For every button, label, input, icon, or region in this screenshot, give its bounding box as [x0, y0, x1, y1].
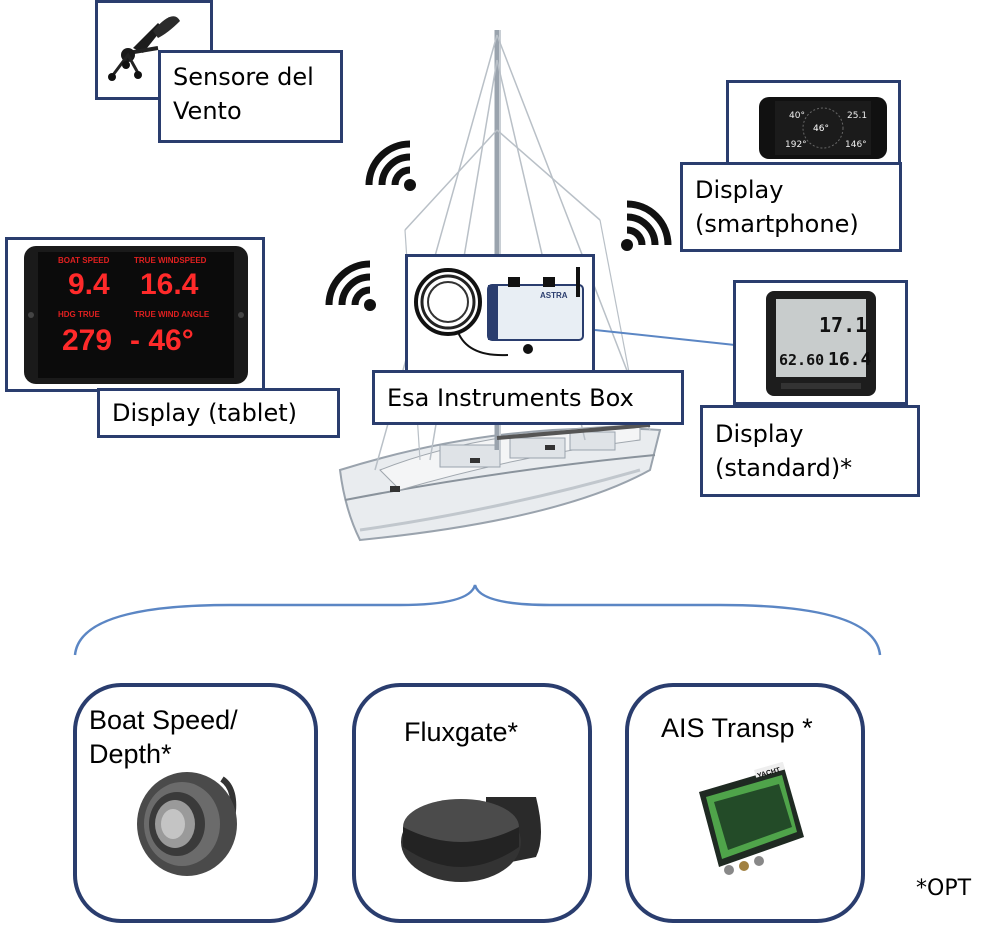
- fluxgate-compass-icon: [401, 797, 541, 882]
- smartphone-label: Display (smartphone): [680, 162, 902, 252]
- boat-speed-depth-title: Boat Speed/ Depth*: [89, 705, 238, 769]
- instruments-box-label: Esa Instruments Box: [372, 370, 684, 425]
- ais-transponder-card: AIS Transp * YACHT: [625, 683, 865, 923]
- tablet-field-value: 16.4: [140, 268, 199, 301]
- wind-sensor-label: Sensore del Vento: [158, 50, 343, 143]
- phone-reading: 40°: [789, 111, 805, 121]
- standard-display-label: Display (standard)*: [700, 405, 920, 497]
- wifi-icon: [325, 260, 376, 311]
- tablet-field-value: - 46°: [130, 324, 194, 357]
- ais-transponder-icon: YACHT: [699, 762, 804, 875]
- tablet-field-caption: BOAT SPEED: [58, 256, 110, 265]
- phone-reading: 192°: [785, 140, 807, 150]
- standard-display-reading: 16.4: [828, 349, 872, 370]
- tablet-field-value: 279: [62, 324, 113, 357]
- tablet-icon: [24, 246, 248, 384]
- phone-reading: 146°: [845, 140, 867, 150]
- fluxgate-card: Fluxgate*: [352, 683, 592, 923]
- instruments-box-image: ASTRA: [405, 254, 595, 374]
- tablet-field-caption: HDG TRUE: [58, 310, 100, 319]
- tablet-field-value: 9.4: [68, 268, 110, 301]
- instruments-box-brand: ASTRA: [540, 291, 568, 300]
- tablet-field-caption: TRUE WINDSPEED: [134, 256, 207, 265]
- tablet-screen: BOAT SPEED 9.4 TRUE WINDSPEED 16.4 HDG T…: [38, 252, 234, 378]
- optional-footnote: *OPT: [916, 876, 972, 901]
- standard-display-image-box: 17.1 62.60 16.4: [733, 280, 908, 405]
- smartphone-icon: 40° 46° 25.1 192° 146°: [759, 97, 887, 159]
- standard-display-icon: [766, 291, 876, 396]
- tablet-image-box: BOAT SPEED 9.4 TRUE WINDSPEED 16.4 HDG T…: [5, 237, 265, 392]
- tablet-label: Display (tablet): [97, 388, 340, 438]
- speed-depth-transducer-icon: [137, 772, 237, 876]
- wifi-icon: [621, 200, 672, 251]
- phone-reading: 46°: [813, 124, 829, 134]
- wifi-icon: [365, 140, 416, 191]
- boat-speed-depth-card: Boat Speed/ Depth*: [73, 683, 318, 923]
- ais-transponder-title: AIS Transp *: [661, 713, 813, 743]
- fluxgate-title: Fluxgate*: [404, 717, 519, 747]
- phone-reading: 25.1: [847, 111, 867, 121]
- standard-display-reading: 17.1: [819, 313, 868, 337]
- tablet-field-caption: TRUE WIND ANGLE: [134, 310, 210, 319]
- smartphone-image-box: 40° 46° 25.1 192° 146°: [726, 80, 901, 165]
- instruments-box-icon: [414, 267, 584, 357]
- wind-sensor-icon: [108, 16, 180, 81]
- standard-display-reading: 62.60: [779, 351, 825, 369]
